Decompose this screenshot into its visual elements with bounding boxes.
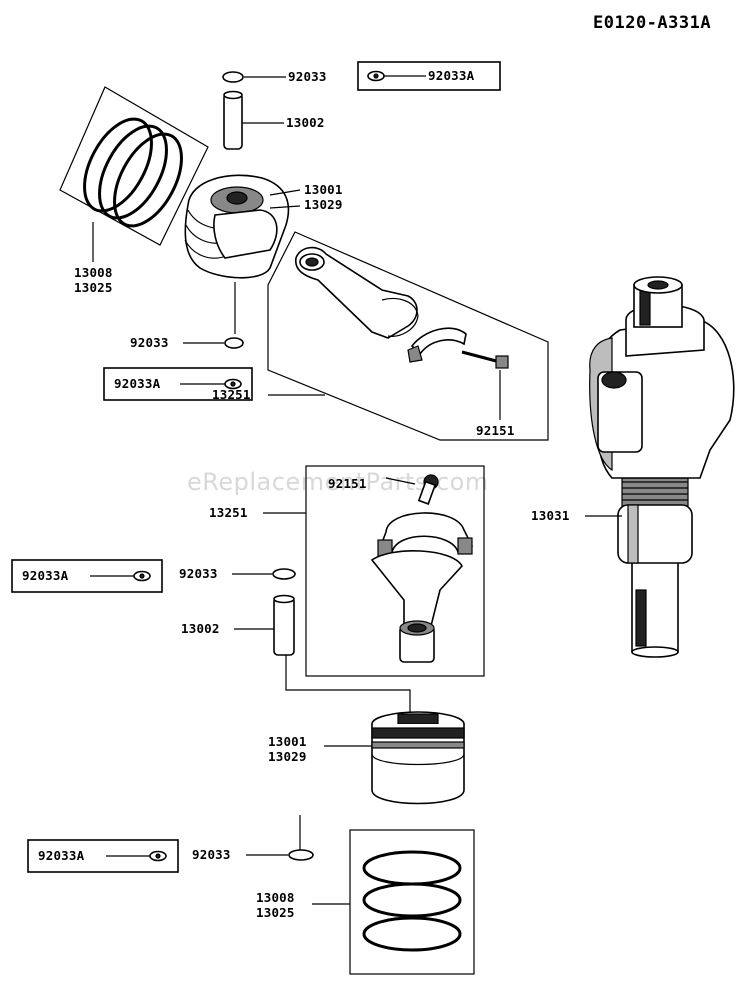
label-crankshaft: 13031	[531, 508, 570, 523]
upper-snap-ring-set-bottom[interactable]: 92033A	[103, 367, 253, 401]
label-lower-connecting-rod: 13251	[209, 505, 248, 520]
upper-snap-ring-top[interactable]: 92033	[222, 69, 327, 84]
label-upper-snap-ring-top: 92033	[288, 69, 327, 84]
label-lower-snap-ring-set-top: 92033A	[22, 568, 69, 583]
lower-piston-ring-set[interactable]: 13008 13025	[256, 829, 475, 975]
lower-piston-pin[interactable]: 13002	[181, 594, 411, 713]
label-lower-piston-line1: 13001	[268, 734, 307, 749]
label-upper-snap-ring-set-top: 92033A	[428, 68, 475, 83]
upper-connecting-rod[interactable]: 92151 13251	[212, 231, 549, 441]
label-lower-rod-bolt: 92151	[328, 476, 367, 491]
label-lower-snap-ring-set-bottom: 92033A	[38, 848, 85, 863]
upper-piston-ring-set[interactable]: 13008 13025	[59, 86, 209, 295]
lower-snap-ring-bottom[interactable]: 92033	[192, 815, 314, 862]
label-upper-ring-set-line1: 13008	[74, 265, 113, 280]
label-upper-piston-line1: 13001	[304, 182, 343, 197]
lower-snap-ring-set-top[interactable]: 92033A	[11, 559, 163, 593]
label-lower-piston-line2: 13029	[268, 749, 307, 764]
label-upper-ring-set-line2: 13025	[74, 280, 113, 295]
crankshaft[interactable]: 13031	[531, 276, 735, 658]
upper-snap-ring-bottom[interactable]: 92033	[130, 282, 244, 350]
upper-snap-ring-set-top[interactable]: 92033A	[357, 61, 501, 91]
lower-piston[interactable]: 13001 13029	[268, 711, 465, 805]
lower-snap-ring-top[interactable]: 92033	[179, 566, 296, 581]
label-upper-connecting-rod: 13251	[212, 387, 251, 402]
upper-piston[interactable]: 13001 13029	[184, 174, 343, 279]
label-upper-rod-bolt: 92151	[476, 423, 515, 438]
label-lower-ring-set-line2: 13025	[256, 905, 295, 920]
label-upper-piston-pin: 13002	[286, 115, 325, 130]
label-lower-ring-set-line1: 13008	[256, 890, 295, 905]
label-upper-piston-line2: 13029	[304, 197, 343, 212]
label-lower-snap-ring-top: 92033	[179, 566, 218, 581]
label-upper-snap-ring-bottom: 92033	[130, 335, 169, 350]
label-upper-snap-ring-set-bottom: 92033A	[114, 376, 161, 391]
label-lower-snap-ring-bottom: 92033	[192, 847, 231, 862]
diagram-code: E0120-A331A	[593, 13, 711, 33]
upper-piston-pin[interactable]: 13002	[223, 90, 325, 150]
lower-snap-ring-set-bottom[interactable]: 92033A	[27, 839, 179, 873]
label-lower-piston-pin: 13002	[181, 621, 220, 636]
lower-connecting-rod[interactable]: 92151 13251	[209, 465, 485, 677]
